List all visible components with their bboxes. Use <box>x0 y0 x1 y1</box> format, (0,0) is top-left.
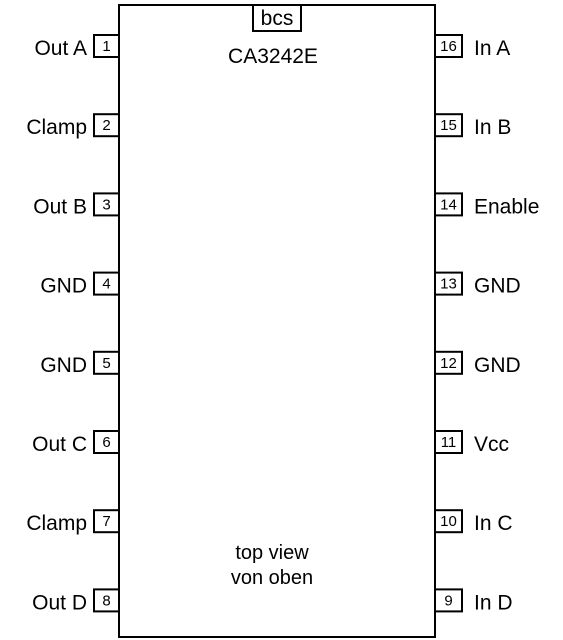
pin-box <box>93 509 120 534</box>
pin-label: GND <box>40 354 87 377</box>
pin-label: Out A <box>34 37 87 60</box>
pin-4: 4 GND <box>40 271 120 298</box>
pin-number: 1 <box>102 38 110 55</box>
pin-12: 12 GND <box>434 350 521 377</box>
pin-15: 15 In B <box>434 113 511 139</box>
pin-label: Out D <box>32 591 87 614</box>
pin-box <box>434 430 463 454</box>
pin-number: 4 <box>102 276 110 293</box>
pin-number: 16 <box>440 38 457 55</box>
pin-number: 13 <box>440 276 457 293</box>
pin-label: GND <box>474 275 521 298</box>
pin-number: 12 <box>440 355 457 372</box>
pin-box <box>434 350 463 375</box>
chip-logo: bcs <box>261 7 294 30</box>
pin-16: 16 In A <box>434 34 510 60</box>
pin-label: Vcc <box>474 433 509 456</box>
pin-number: 5 <box>102 355 110 372</box>
view-caption-line1: top view <box>235 542 309 564</box>
pin-box <box>434 34 463 58</box>
pin-label: In C <box>474 512 513 535</box>
pin-box <box>93 271 120 296</box>
pin-number: 14 <box>440 196 457 213</box>
pin-number: 2 <box>102 117 110 134</box>
pin-1: 1 Out A <box>34 34 120 60</box>
pin-label: Enable <box>474 195 539 218</box>
part-number: CA3242E <box>228 45 318 68</box>
pin-number: 11 <box>441 434 457 451</box>
pin-box <box>93 588 120 613</box>
logo-box <box>252 4 302 32</box>
pin-number: 9 <box>444 592 452 609</box>
pin-10: 10 In C <box>434 509 513 535</box>
pin-2: 2 Clamp <box>26 113 120 139</box>
pin-8: 8 Out D <box>32 588 120 614</box>
pin-number: 15 <box>440 117 457 134</box>
pin-label: In D <box>474 591 513 614</box>
pin-number: 8 <box>102 592 110 609</box>
pin-label: In A <box>474 37 510 60</box>
pin-number: 6 <box>102 434 110 451</box>
pin-box <box>93 34 120 58</box>
pin-label: Out B <box>33 195 87 218</box>
pin-box <box>93 350 120 375</box>
pin-9: 9 In D <box>434 588 513 614</box>
pin-box <box>434 509 463 534</box>
pin-number: 3 <box>102 196 110 213</box>
pin-14: 14 Enable <box>434 192 539 218</box>
pin-box <box>434 113 463 138</box>
pin-box <box>93 430 120 454</box>
pin-box <box>93 192 120 217</box>
pin-label: In B <box>474 116 511 139</box>
pin-label: Out C <box>32 433 87 456</box>
pin-label: Clamp <box>26 116 87 139</box>
view-caption-line2: von oben <box>231 567 313 589</box>
pin-11: 11 Vcc <box>434 430 509 456</box>
pin-13: 13 GND <box>434 271 521 298</box>
pin-3: 3 Out B <box>33 192 120 218</box>
pin-5: 5 GND <box>40 350 120 377</box>
pin-6: 6 Out C <box>32 430 120 456</box>
pin-number: 7 <box>102 513 110 530</box>
pin-box <box>434 588 463 613</box>
pin-number: 10 <box>440 513 457 530</box>
pin-box <box>434 271 463 296</box>
pin-box <box>93 113 120 138</box>
pin-label: GND <box>474 354 521 377</box>
pin-box <box>434 192 463 217</box>
pin-label: GND <box>40 275 87 298</box>
pin-7: 7 Clamp <box>26 509 120 535</box>
pin-label: Clamp <box>26 512 87 535</box>
